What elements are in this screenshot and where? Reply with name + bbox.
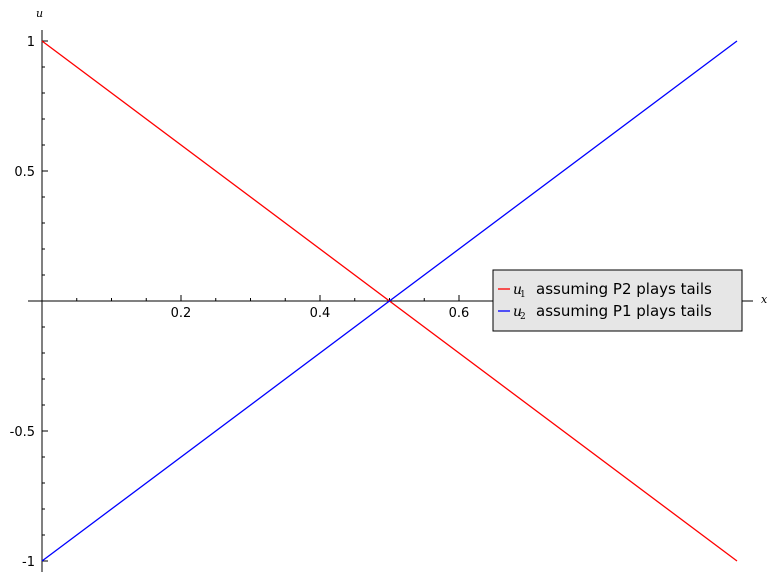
x-tick-label: 0.4 [310, 306, 331, 321]
legend-variable: u [513, 282, 522, 298]
legend-variable: u [513, 304, 522, 320]
x-tick-label: 0.2 [171, 306, 192, 321]
legend-item: u1 assuming P2 plays tails [498, 280, 712, 300]
y-tick-label: 0.5 [14, 165, 35, 180]
series-line-2 [41, 40, 738, 562]
y-tick-label: -1 [22, 555, 35, 570]
legend-subscript: 1 [520, 290, 526, 300]
x-axis-label: x [761, 293, 768, 306]
legend-box [492, 269, 743, 332]
legend-subscript: 2 [520, 312, 526, 322]
legend-label: assuming P1 plays tails [536, 302, 712, 320]
y-tick-label: 1 [27, 35, 35, 50]
x-tick-label: 0.6 [449, 306, 470, 321]
legend-item: u2 assuming P1 plays tails [498, 302, 712, 322]
y-axis-label: u [36, 7, 43, 20]
y-ticks: 1 0.5 -0.5 -1 [10, 35, 48, 570]
legend-label: assuming P2 plays tails [536, 280, 712, 298]
series-group [41, 40, 738, 562]
y-tick-label: -0.5 [10, 425, 35, 440]
